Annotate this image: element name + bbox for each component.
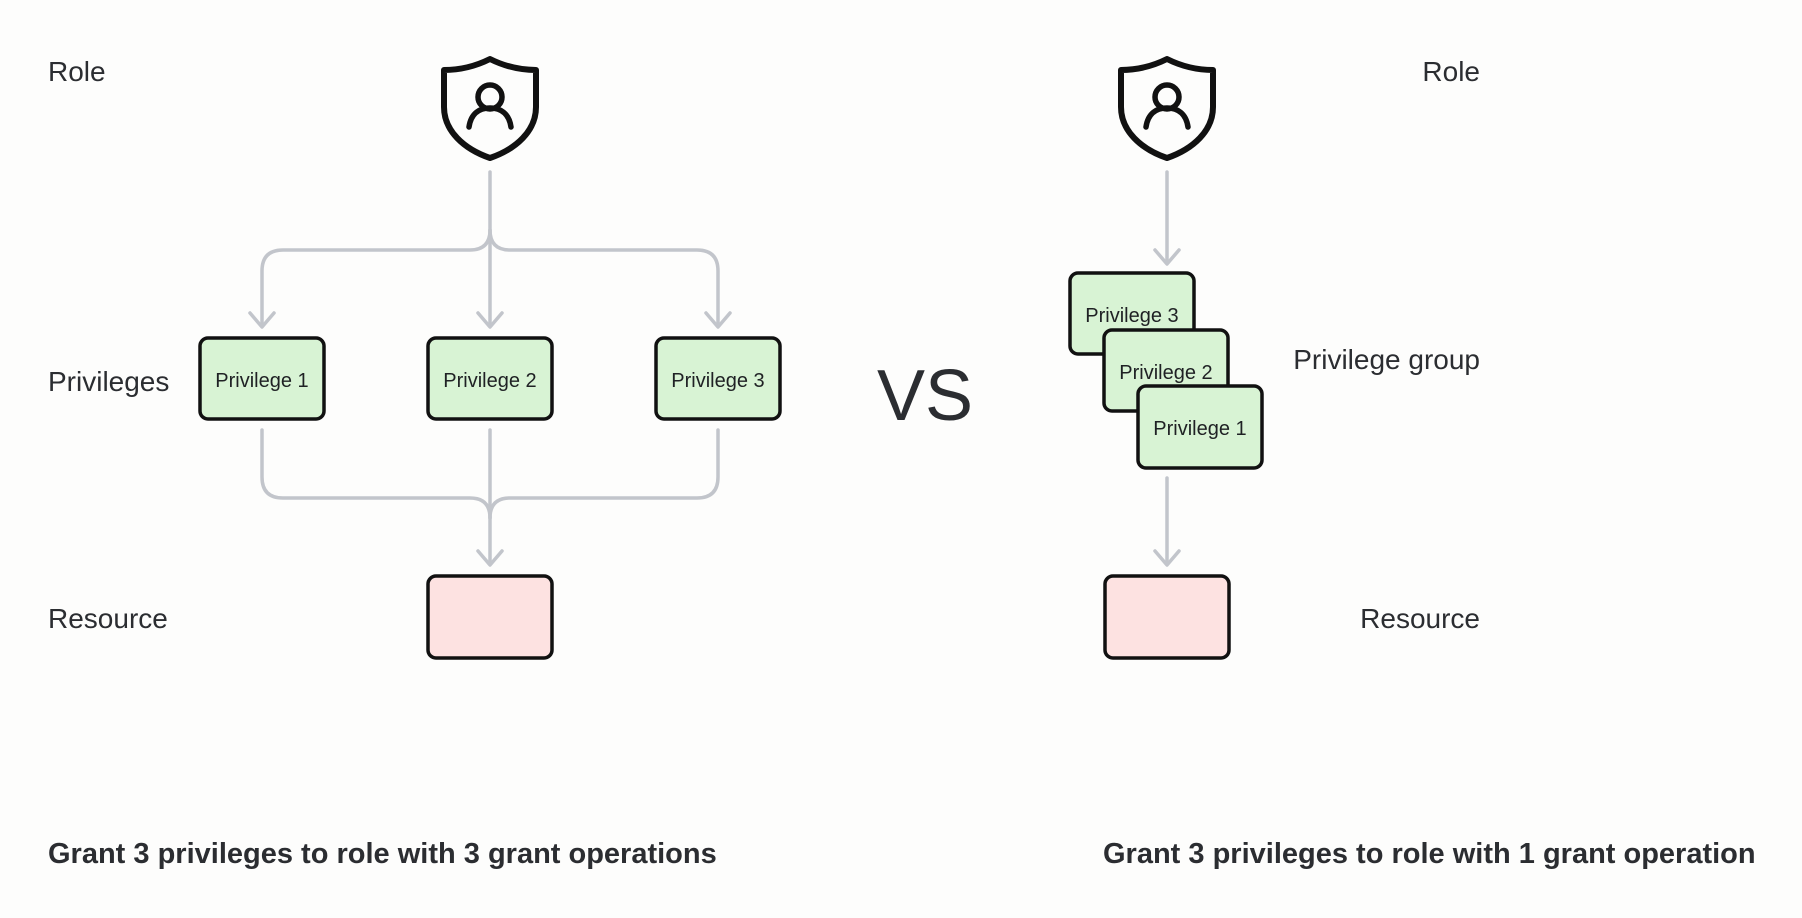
privilege-box-label: Privilege 3 xyxy=(671,370,764,392)
privilege-box-1: Privilege 1 xyxy=(198,336,326,421)
left-resource-label: Resource xyxy=(48,603,168,634)
right-caption: Grant 3 privileges to role with 1 grant … xyxy=(1103,838,1756,870)
role-shield-icon xyxy=(1118,56,1216,161)
left-role-label: Role xyxy=(48,56,106,87)
privilege-box-label: Privilege 3 xyxy=(1085,305,1178,327)
privilege-group-label: Privilege group xyxy=(1293,344,1480,375)
privilege-box-label: Privilege 2 xyxy=(443,370,536,392)
left-diagram: Role Privileges Resource Privilege 1 Pri… xyxy=(48,56,782,870)
privilege-box-label: Privilege 1 xyxy=(215,370,308,392)
privilege-box-2: Privilege 2 xyxy=(426,336,554,421)
left-privileges-label: Privileges xyxy=(48,366,169,397)
arrow-down-icon xyxy=(1153,476,1181,567)
resource-box xyxy=(426,574,554,660)
privilege-box-label: Privilege 2 xyxy=(1119,362,1212,384)
privileges-to-resource-connectors xyxy=(260,428,720,567)
privilege-group-stack: Privilege 3 Privilege 2 Privilege 1 xyxy=(1068,271,1264,470)
role-shield-icon xyxy=(441,56,539,161)
privilege-box-label: Privilege 1 xyxy=(1153,418,1246,440)
right-diagram: Privilege 3 Privilege 2 Privilege 1 Role… xyxy=(1068,56,1756,870)
privilege-box-3: Privilege 3 xyxy=(654,336,782,421)
right-resource-label: Resource xyxy=(1360,603,1480,634)
left-caption: Grant 3 privileges to role with 3 grant … xyxy=(48,838,717,870)
privilege-box-1: Privilege 1 xyxy=(1136,384,1264,470)
right-role-label: Role xyxy=(1422,56,1480,87)
arrow-down-icon xyxy=(1153,170,1181,266)
vs-label: VS xyxy=(877,356,973,436)
resource-box xyxy=(1103,574,1231,660)
role-to-privileges-connectors xyxy=(248,170,732,329)
